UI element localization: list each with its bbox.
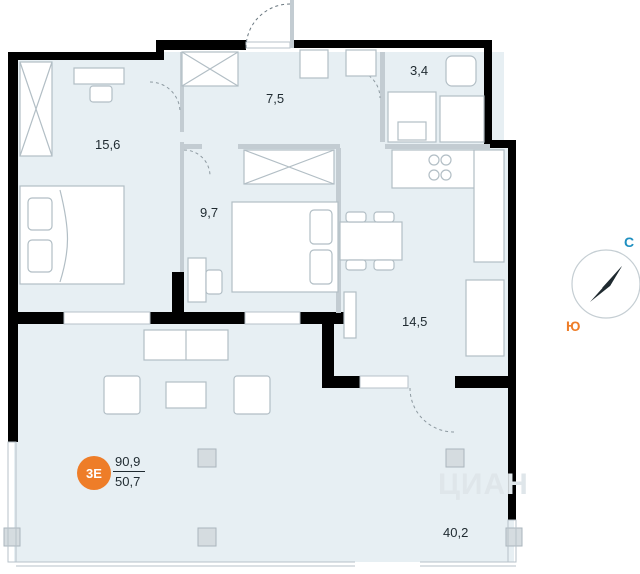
furniture <box>19 49 505 415</box>
room-area-bedroom-mid: 9,7 <box>200 205 219 220</box>
compass-north-label: С <box>624 234 635 250</box>
terrace-railing <box>7 441 517 567</box>
windows <box>63 41 409 389</box>
door-swings <box>149 69 455 433</box>
compass-south-label: Ю <box>566 318 581 334</box>
watermark-logo: ЦИАН <box>438 468 529 501</box>
terrace-columns <box>3 448 523 547</box>
compass-needle-icon <box>602 266 622 288</box>
living-area: 50,7 <box>115 474 141 489</box>
room-area-kitchen: 14,5 <box>402 314 428 329</box>
compass <box>571 249 640 319</box>
total-area: 90,9 <box>113 454 145 472</box>
area-fraction: 90,9 50,7 <box>113 454 145 489</box>
room-area-hall: 7,5 <box>266 91 285 106</box>
room-area-bathroom: 3,4 <box>410 63 429 78</box>
room-area-terrace: 40,2 <box>443 525 469 540</box>
room-area-bedroom-left: 15,6 <box>95 137 121 152</box>
exterior-walls <box>8 40 516 520</box>
entrance-door <box>245 0 294 49</box>
apartment-type-badge: 3E <box>77 456 111 490</box>
